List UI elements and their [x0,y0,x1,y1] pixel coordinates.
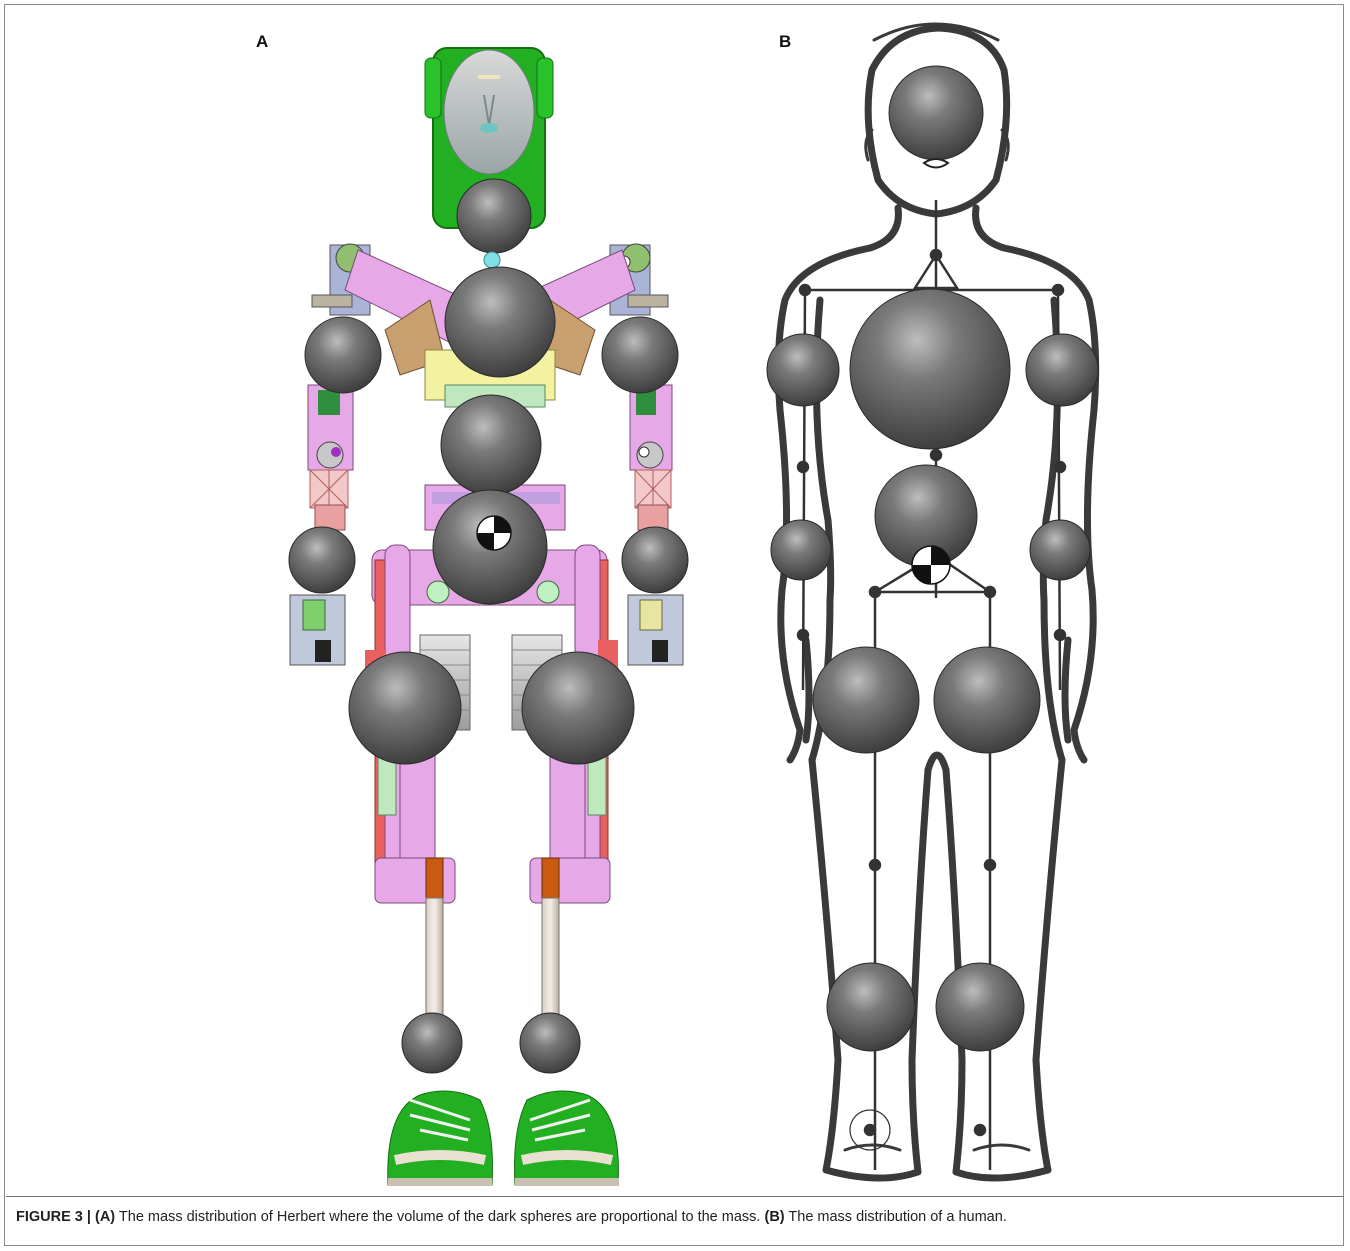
caption-panel-a-tag: (A) [95,1209,115,1225]
robot-model [289,48,688,1186]
panel-label-b: B [779,32,791,52]
caption-divider [6,1196,1344,1197]
caption-panel-b-tag: (B) [764,1209,784,1225]
robot-legs [365,545,619,1186]
caption-panel-a-text: The mass distribution of Herbert where t… [115,1209,764,1225]
robot-center-of-mass-icon [477,516,511,550]
figure-caption: FIGURE 3 | (A) The mass distribution of … [16,1208,1336,1226]
caption-figure-number: FIGURE 3 | [16,1209,91,1225]
panel-label-a: A [256,32,268,52]
human-center-of-mass-icon [912,546,950,584]
caption-panel-b-text: The mass distribution of a human. [785,1209,1007,1225]
